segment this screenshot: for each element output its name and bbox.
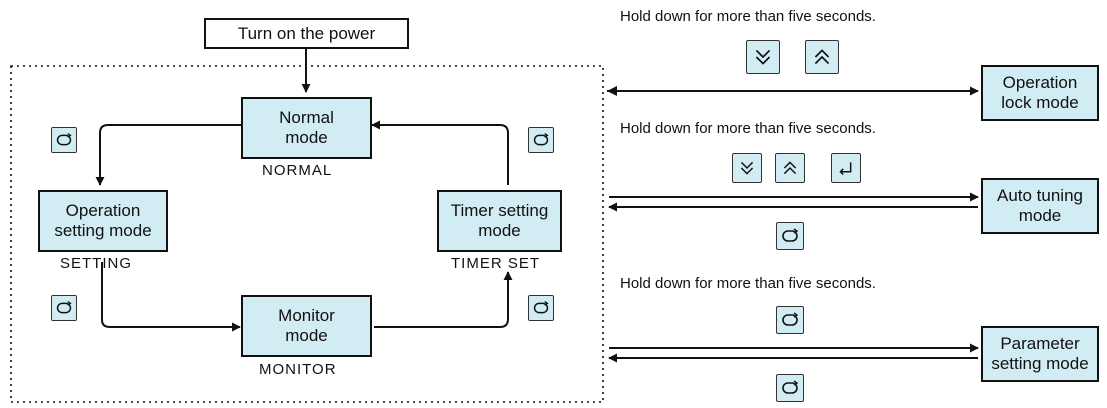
- normal-mode-code: NORMAL: [262, 162, 333, 179]
- mode-key-icon[interactable]: [528, 295, 554, 321]
- double-chevron-up-icon[interactable]: [805, 40, 839, 74]
- monitor-mode-code: MONITOR: [259, 361, 337, 378]
- double-chevron-up-icon[interactable]: [775, 153, 805, 183]
- auto-tuning-mode-box: Auto tuning mode: [981, 178, 1099, 234]
- enter-key-icon[interactable]: [831, 153, 861, 183]
- hold-instruction-lock: Hold down for more than five seconds.: [620, 8, 876, 25]
- parameter-setting-mode-box: Parameter setting mode: [981, 326, 1099, 382]
- setting-mode-code: SETTING: [60, 255, 133, 272]
- setting-mode-box: Operation setting mode: [38, 190, 168, 252]
- operation-lock-mode-box: Operation lock mode: [981, 65, 1099, 121]
- arrow-monitor-to-timer: [374, 271, 513, 328]
- power-on-box: Turn on the power: [204, 18, 409, 49]
- timer-setting-mode-code: TIMER SET: [451, 255, 541, 272]
- double-chevron-down-icon[interactable]: [746, 40, 780, 74]
- arrow-setting-to-monitor: [101, 262, 241, 332]
- mode-key-icon[interactable]: [51, 295, 77, 321]
- arrow-timer-to-normal: [371, 120, 509, 185]
- monitor-mode-box: Monitor mode: [241, 295, 372, 357]
- mode-key-icon[interactable]: [528, 127, 554, 153]
- hold-instruction-autotune: Hold down for more than five seconds.: [620, 120, 876, 137]
- mode-key-icon[interactable]: [776, 222, 804, 250]
- normal-mode-box: Normal mode: [241, 97, 372, 159]
- double-chevron-down-icon[interactable]: [732, 153, 762, 183]
- hold-instruction-parameter: Hold down for more than five seconds.: [620, 275, 876, 292]
- arrow-lock-left-head: [607, 86, 617, 96]
- mode-key-icon[interactable]: [776, 306, 804, 334]
- timer-setting-mode-box: Timer setting mode: [437, 190, 562, 252]
- mode-key-icon[interactable]: [51, 127, 77, 153]
- mode-key-icon[interactable]: [776, 374, 804, 402]
- arrow-normal-to-setting: [95, 124, 241, 186]
